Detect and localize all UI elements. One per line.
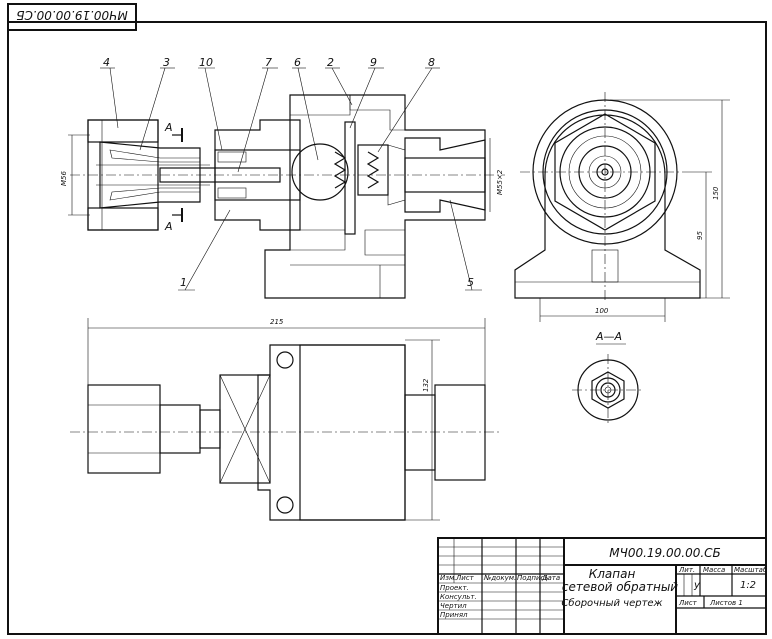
callouts: 4 3 10 7 6 2 9 8 1 5 — [100, 56, 482, 291]
section-mark-top: А — [164, 121, 173, 134]
callout-5: 5 — [467, 276, 474, 289]
tb-prinyal: Принял — [440, 611, 468, 619]
tb-doc-type: Сборочный чертеж — [561, 597, 662, 609]
callout-9: 9 — [370, 56, 377, 69]
tb-masshtab: Масштаб — [734, 566, 768, 574]
rotated-stamp-box — [7, 3, 137, 31]
side-view: 150 95 100 — [514, 92, 730, 322]
sheet-frame — [7, 21, 767, 635]
tb-lit-value: у — [693, 580, 701, 591]
tb-chertil: Чертил — [440, 602, 467, 610]
dim-height-total: 150 — [712, 186, 720, 200]
tb-name-line1: Клапан — [589, 567, 636, 581]
title-block: Изм. Лист №докум. Подпись Дата Проект. К… — [437, 537, 768, 635]
dim-length-total: 215 — [270, 318, 284, 326]
callout-6: 6 — [294, 56, 301, 69]
dim-width-plan: 132 — [422, 378, 430, 392]
section-a-a: А—А — [572, 330, 644, 426]
dim-thread-right: М55×2 — [496, 169, 504, 195]
tb-designation: МЧ00.19.00.00.СБ — [609, 546, 721, 560]
tb-listov: Листов 1 — [709, 599, 743, 607]
tb-ndoc: №докум. — [483, 574, 516, 582]
tb-data: Дата — [541, 574, 560, 582]
tb-name-line2: сетевой обратный — [562, 580, 678, 594]
tb-scale: 1:2 — [740, 580, 756, 591]
tb-massa: Масса — [703, 566, 725, 574]
dim-thread-left: М56 — [60, 171, 68, 186]
callout-10: 10 — [199, 56, 213, 69]
tb-izm: Изм. — [440, 574, 456, 582]
callout-8: 8 — [428, 56, 435, 69]
tb-konsult: Консульт. — [440, 593, 477, 601]
callout-1: 1 — [180, 276, 187, 289]
tb-lit: Лит. — [678, 566, 695, 574]
tb-razrab: Проект. — [440, 584, 469, 592]
plan-view: 215 132 — [70, 318, 500, 521]
callout-7: 7 — [265, 56, 272, 69]
section-title: А—А — [595, 330, 622, 343]
section-mark-bottom: А — [164, 220, 173, 233]
dim-height-axis: 95 — [696, 231, 704, 240]
tb-list-col: Лист — [455, 574, 475, 582]
front-section-view: А А М56 М55×2 — [60, 94, 505, 299]
tb-podp: Подпись — [517, 574, 549, 582]
rotated-designation: МЧ00.19.00.00.СБ — [16, 8, 128, 22]
dim-width-side: 100 — [595, 307, 609, 315]
tb-list: Лист — [678, 599, 698, 607]
callout-2: 2 — [327, 56, 334, 69]
callout-3: 3 — [163, 56, 170, 69]
callout-4: 4 — [103, 56, 110, 69]
